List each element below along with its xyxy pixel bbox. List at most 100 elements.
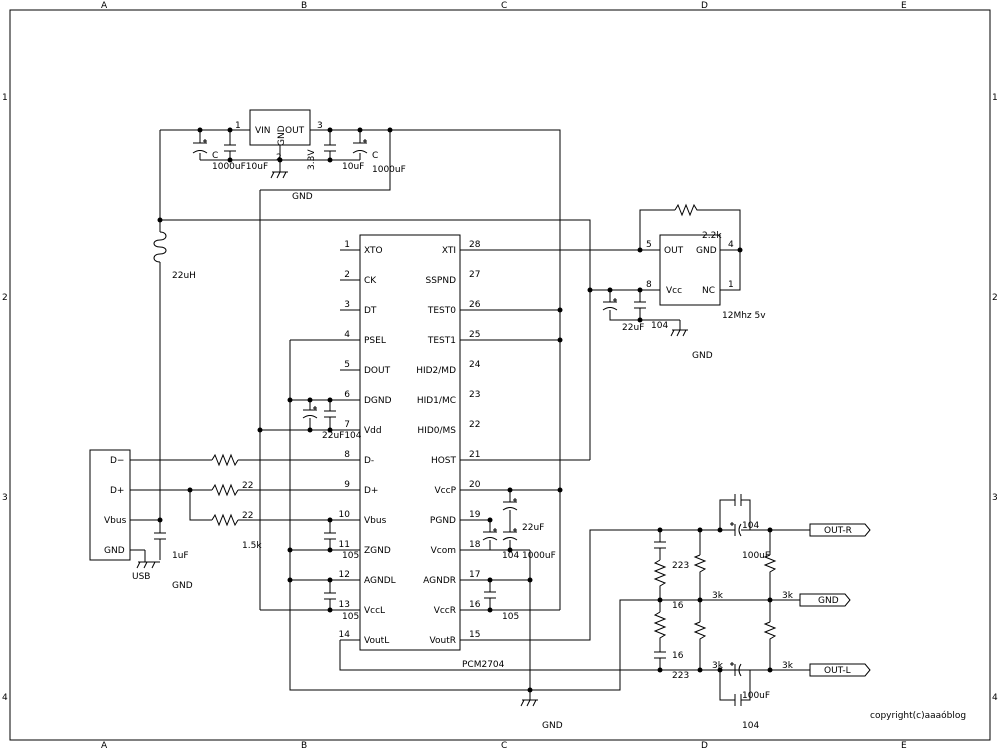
usb-cap: 1uF — [172, 551, 189, 561]
cap — [324, 144, 336, 152]
resistor — [653, 559, 667, 590]
grid-col-label: E — [901, 1, 907, 11]
out-r223-top: 223 — [672, 561, 689, 571]
ic-pin-num: 17 — [469, 570, 480, 580]
ic-pin-num: 9 — [344, 480, 350, 490]
grid-row-label: 1 — [2, 93, 8, 103]
junction-dot — [307, 427, 313, 433]
ic-pin-name: Vdd — [364, 426, 382, 436]
output-network-parts — [653, 494, 777, 706]
out-l-label: OUT-L — [824, 666, 851, 676]
usb-res-pull: 1.5k — [242, 541, 262, 551]
osc-vcc: Vcc — [666, 286, 682, 296]
vdd-caps — [302, 406, 336, 419]
regulator-pin-gnd: 2 — [276, 153, 282, 163]
out-k3: 3k — [712, 661, 724, 671]
left-caps — [324, 532, 336, 600]
ic-pin-name: VoutL — [364, 636, 389, 646]
ground-symbol-mark — [670, 329, 688, 337]
ic-pin-name: HID0/MS — [417, 426, 456, 436]
electrolytic-cap — [730, 662, 742, 677]
osc-cap-small: 104 — [651, 321, 668, 331]
ic-pin-num: 19 — [469, 510, 481, 520]
junction-dot — [507, 547, 513, 553]
ic-pin-name: CK — [364, 276, 377, 286]
wire — [640, 250, 741, 291]
ic-pin-name: HID2/MD — [416, 366, 456, 376]
ic-pin-num: 28 — [469, 240, 481, 250]
wire — [390, 129, 561, 610]
out-c100-bot: 100uF — [742, 691, 770, 701]
resistor-dminus — [211, 453, 239, 467]
osc-pin5: 5 — [646, 240, 652, 250]
ic-pin-num: 7 — [344, 420, 350, 430]
output-cap-small: 10uF — [342, 162, 364, 172]
ic-pin-name: ZGND — [364, 546, 391, 556]
output-cap-label: C — [372, 151, 378, 161]
ic-pin-num: 8 — [344, 450, 350, 460]
usb-res-vbus: 22 — [242, 511, 253, 521]
ic-pin-num: 24 — [469, 360, 481, 370]
ic-pin-num: 10 — [339, 510, 351, 520]
cap — [154, 532, 166, 540]
osc-desc: 12Mhz 5v — [722, 311, 766, 321]
junction-dot — [637, 247, 643, 253]
ic-pin-name: VoutR — [430, 636, 456, 646]
junction-dot — [487, 517, 493, 523]
cap-105-b: 105 — [342, 612, 359, 622]
out-l-tag — [809, 663, 871, 677]
usb-gnd: GND — [172, 581, 193, 591]
ic-pins: XTO1CK2DT3PSEL4DOUT5DGND6Vdd7D-8D+9Vbus1… — [339, 240, 481, 646]
ic-pin-num: 14 — [339, 630, 351, 640]
electrolytic-cap — [502, 498, 518, 511]
ic-pin-num: 13 — [339, 600, 350, 610]
ic-pin-num: 5 — [344, 360, 350, 370]
resistor-vbus — [211, 513, 239, 527]
input-cap-label: C — [212, 151, 218, 161]
regulator-pin-out: 3 — [317, 121, 323, 131]
wires — [130, 129, 810, 701]
wire — [639, 209, 741, 250]
inductor-coil — [153, 231, 167, 263]
out-k2: 3k — [782, 591, 794, 601]
junction-dot — [657, 667, 663, 673]
osc-parts — [602, 203, 700, 337]
out-c104-top: 104 — [742, 521, 759, 531]
electrolytic-cap — [482, 528, 498, 541]
wire — [260, 130, 391, 191]
ic-pin-num: 11 — [339, 540, 350, 550]
regulator-vin: VIN — [255, 126, 271, 136]
ic-pin-name: SSPND — [425, 276, 456, 286]
ic-pin-num: 1 — [344, 240, 350, 250]
grid-col-label: C — [501, 1, 507, 11]
junction-dot — [767, 597, 773, 603]
junction-dot — [637, 317, 643, 323]
osc-gnd: GND — [696, 246, 717, 256]
ic-pin-name: HID1/MC — [417, 396, 456, 406]
ic-name: PCM2704 — [462, 660, 505, 670]
usb-body — [89, 449, 131, 561]
ground-symbol-mark — [520, 699, 538, 707]
cap — [324, 592, 336, 600]
junction-dot — [737, 247, 743, 253]
ic-pin-num: 4 — [344, 330, 350, 340]
junction-dot — [157, 217, 163, 223]
output-connectors: OUT-R GND OUT-L — [799, 523, 871, 677]
junction-dot — [327, 157, 333, 163]
junction-dot — [327, 607, 333, 613]
usb-res-dplus: 22 — [242, 481, 253, 491]
ic-pin-name: AGNDR — [423, 576, 456, 586]
ic-pin-name: Vbus — [364, 516, 387, 526]
wire — [160, 219, 591, 460]
cap-105-a: 105 — [342, 551, 359, 561]
junction-dot — [557, 307, 563, 313]
junction-dot — [637, 287, 643, 293]
out-c100-top: 100uF — [742, 551, 770, 561]
wire — [289, 340, 800, 691]
junction-dot — [607, 287, 613, 293]
grid-row-label: 2 — [992, 293, 998, 303]
copyright: copyright(c)aaaóblog — [870, 710, 966, 721]
ic-pin-num: 12 — [339, 570, 350, 580]
